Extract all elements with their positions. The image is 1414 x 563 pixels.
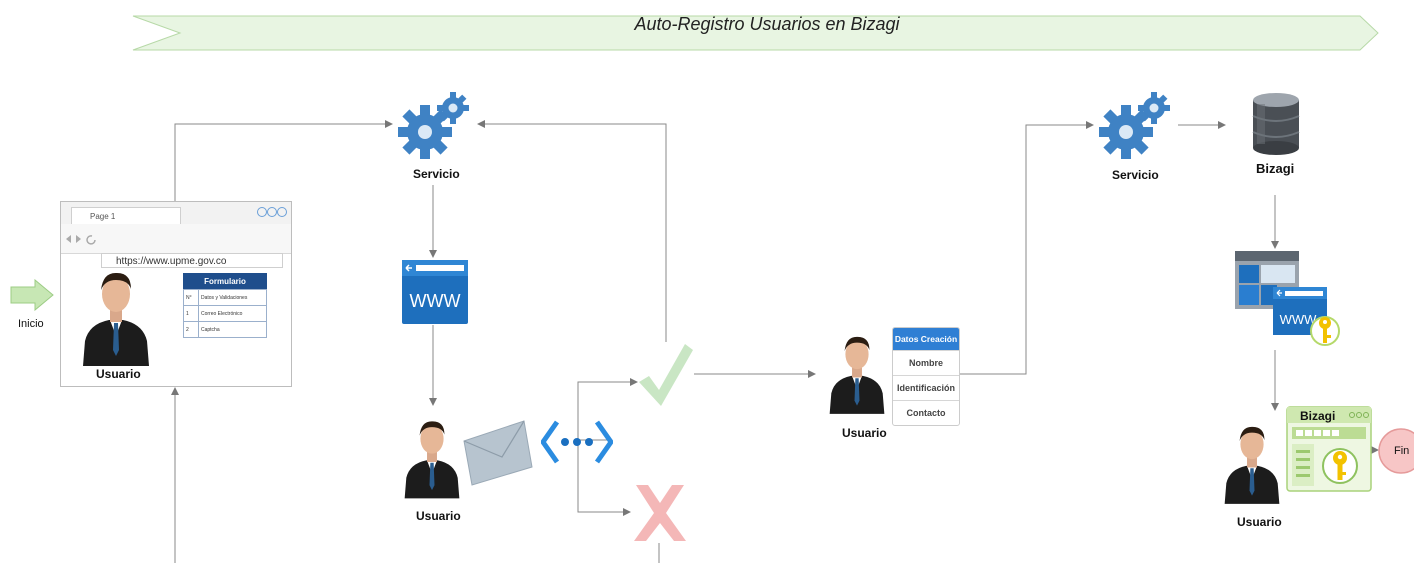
service-right-label: Servicio [1112,168,1159,182]
form-row-text: Datos y Validaciones [198,289,267,306]
start-arrow-icon [10,279,54,311]
form-row-text: Correo Electrónico [198,305,267,322]
check-mark-icon [639,344,693,406]
browser-tab[interactable]: Page 1 [71,207,181,224]
data-card-row: Nombre [893,350,959,375]
form-row-text: Captcha [198,321,267,338]
address-bar[interactable]: https://www.upme.gov.co [101,253,283,268]
service-left-label: Servicio [413,167,460,181]
web-left-text: WWW [410,291,461,311]
bizagi-app-window [1286,406,1372,492]
web-page-icon: WWW [402,260,468,324]
browser-tab-bar: Page 1 [61,202,291,225]
user-final-label: Usuario [1237,515,1282,529]
gears-icon [1099,92,1170,159]
title-banner [132,15,1379,51]
form-row-num: N° [183,289,199,306]
network-validation-icon [541,420,613,464]
window-controls-icon[interactable] [257,206,289,218]
app-windows-icon: WWW [1235,251,1340,346]
diagram-title: Auto-Registro Usuarios en Bizagi [634,14,900,34]
address-url: https://www.upme.gov.co [116,256,227,267]
user-email-label: Usuario [416,509,461,523]
nav-buttons-icon[interactable] [65,233,99,245]
data-card-row: Contacto [893,400,959,425]
bizagi-app-title: Bizagi [1300,409,1336,423]
user-avatar-icon [404,421,460,499]
data-creation-card: Datos Creación Nombre Identificación Con… [892,327,960,426]
form-row-num: 2 [183,321,199,338]
gears-icon [398,92,469,159]
database-icon [1252,93,1300,155]
web-right-text: WWW [1280,312,1318,327]
form-row-num: 1 [183,305,199,322]
data-card-row: Identificación [893,375,959,400]
user-data-label: Usuario [842,426,887,440]
end-label: Fin [1394,445,1410,457]
email-envelope-icon [463,420,533,486]
key-icon [1319,317,1331,343]
browser-user-label: Usuario [96,367,141,381]
user-avatar-icon [1224,426,1280,504]
end-event-icon [1378,428,1414,474]
form-title: Formulario [183,273,267,290]
key-icon [1333,451,1347,480]
data-card-title: Datos Creación [893,328,959,350]
start-label: Inicio [18,318,44,330]
database-label: Bizagi [1256,161,1295,176]
browser-tab-label: Page 1 [90,212,116,221]
user-avatar-icon [829,336,885,414]
user-avatar-icon [83,272,149,366]
form-row: N°Datos y Validaciones [183,289,267,306]
browser-nav-bar: https://www.upme.gov.co [61,224,291,268]
cross-mark-icon [634,485,686,541]
browser-window: Page 1 https://www.upme.gov.co Usuario F… [60,201,292,387]
